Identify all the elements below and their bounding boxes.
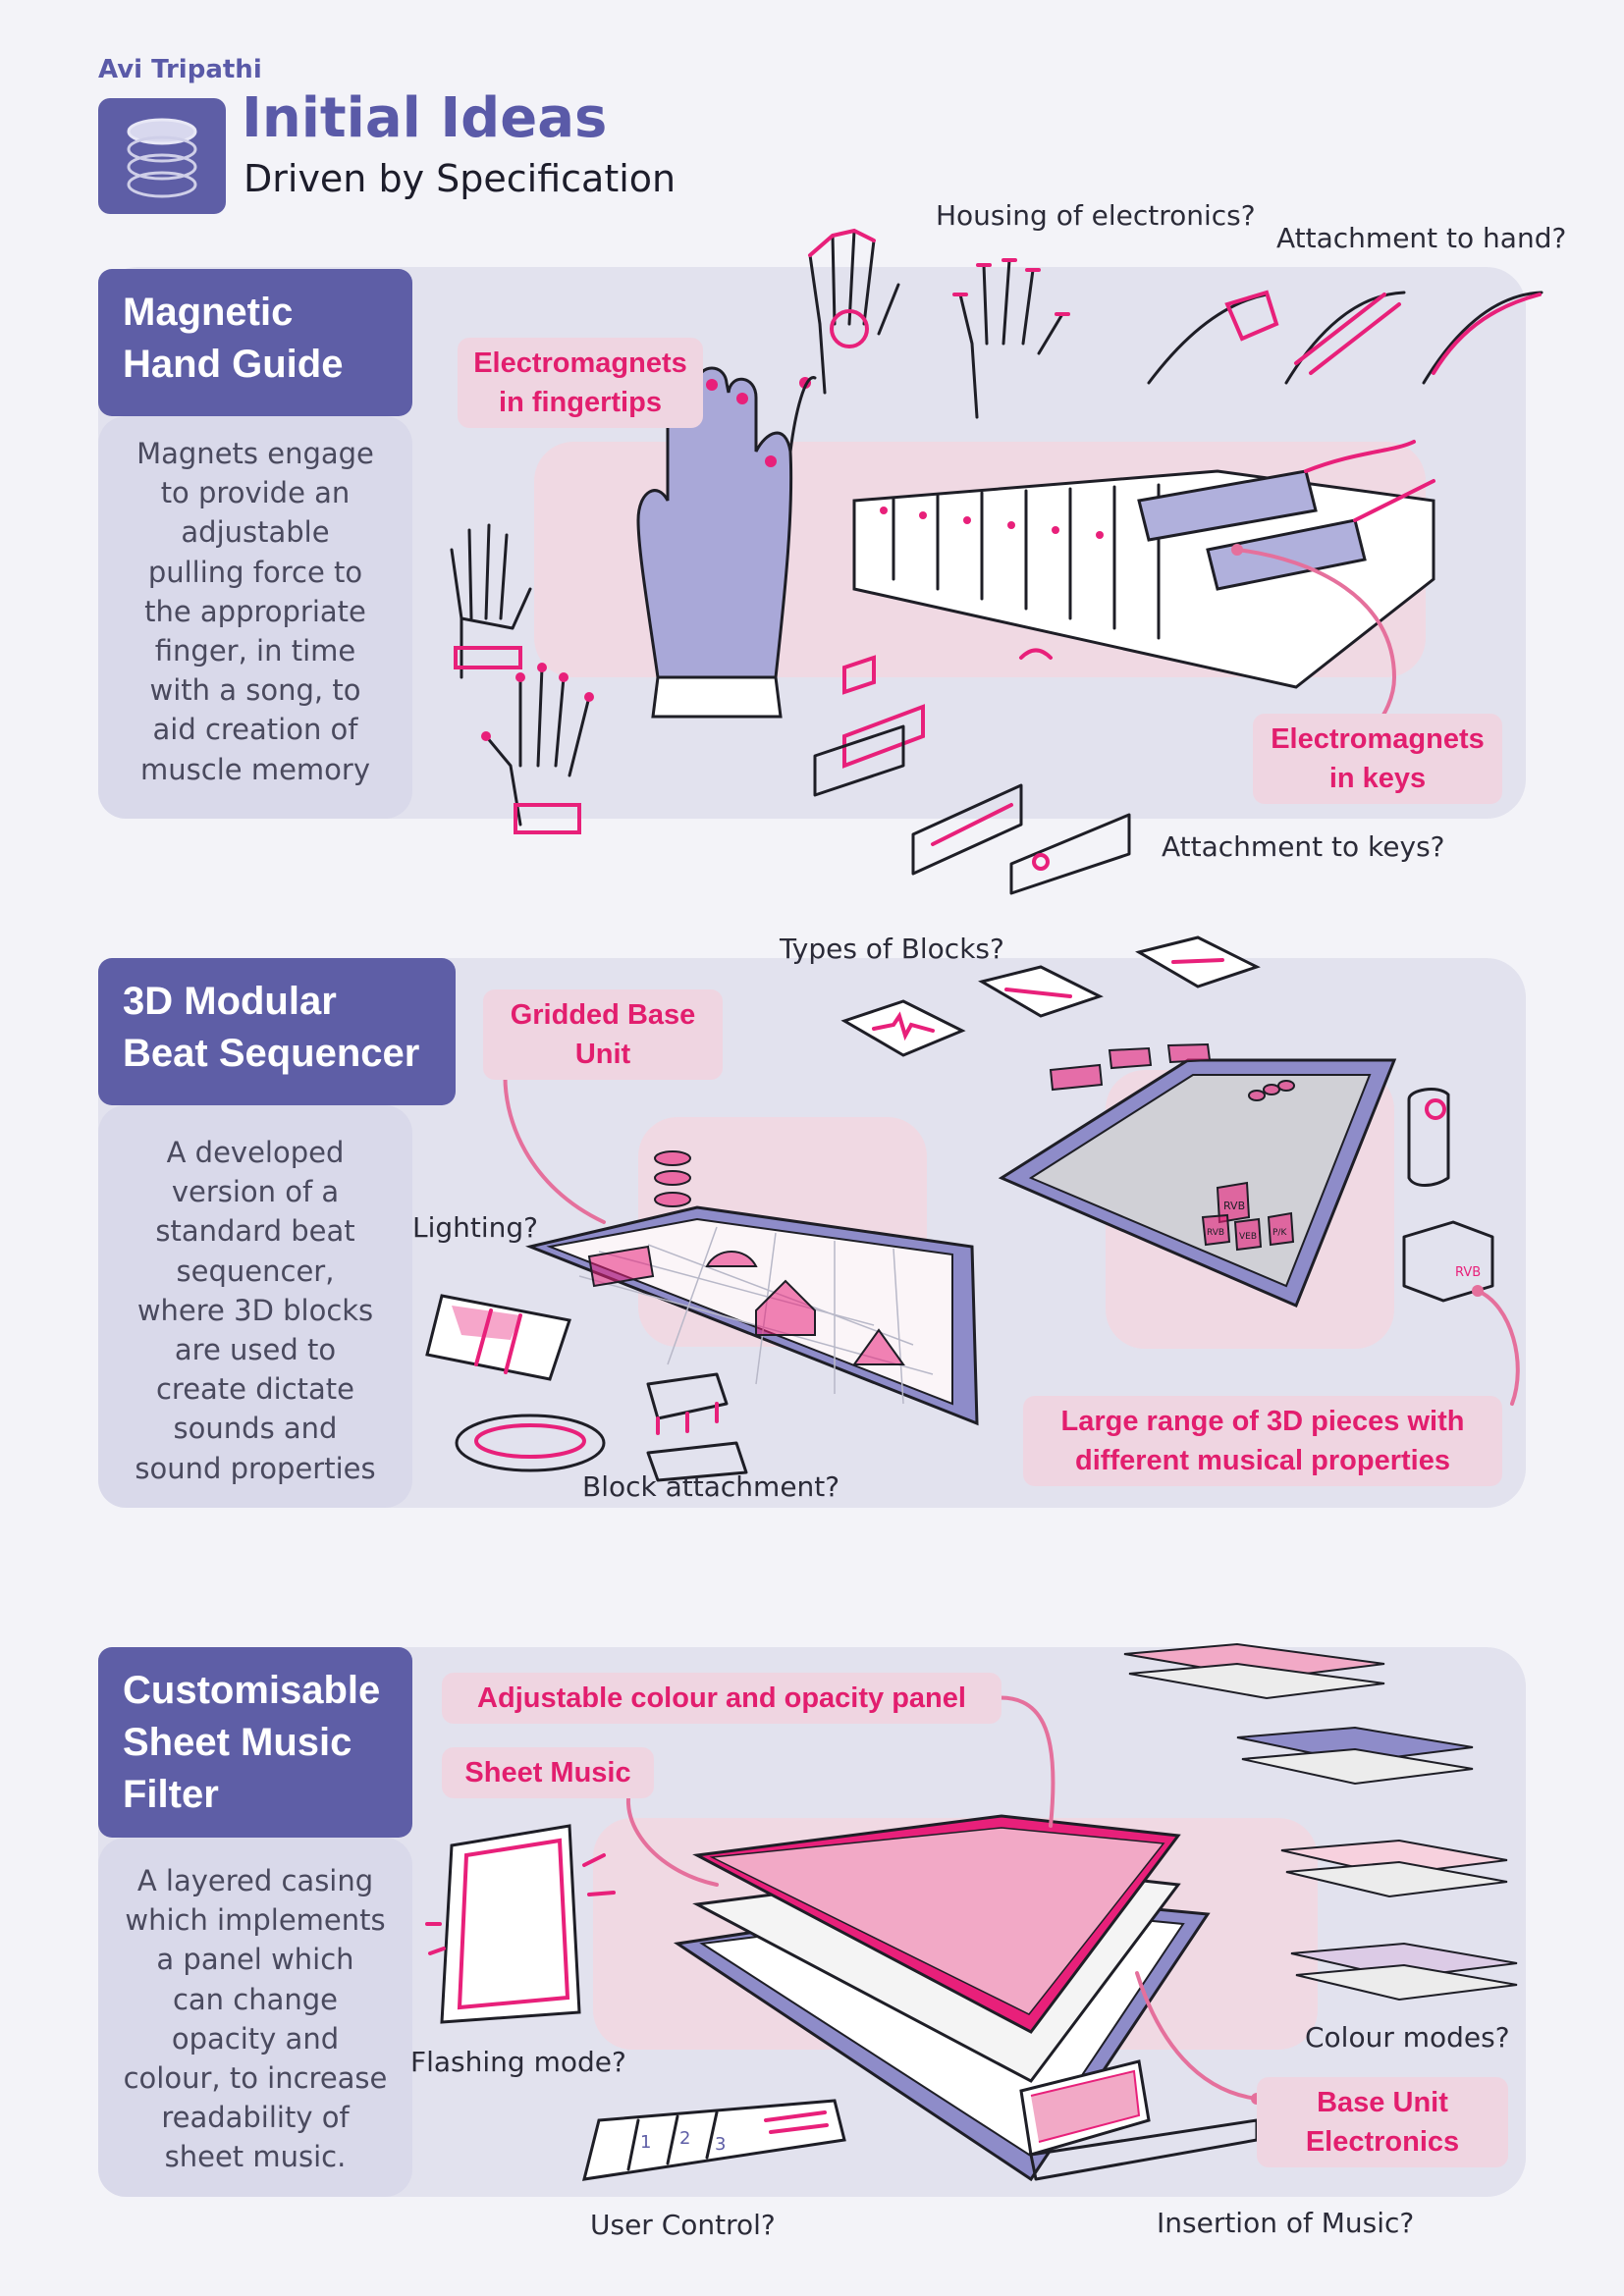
- hand-sketch-1: [450, 523, 532, 679]
- callout-base-electronics: Base Unit Electronics: [1257, 2077, 1508, 2167]
- question-block-attachment: Block attachment?: [582, 1470, 840, 1503]
- callout-key-magnets: Electromagnets in keys: [1253, 714, 1502, 804]
- leader-line: [1472, 1285, 1520, 1406]
- question-user-control: User Control?: [590, 2209, 776, 2241]
- block-label: P/K: [1272, 1228, 1287, 1238]
- question-lighting: Lighting?: [412, 1211, 539, 1244]
- keyboard-sketch: [852, 440, 1435, 689]
- section-title: Customisable Sheet Music Filter: [98, 1647, 412, 1838]
- control-label: 2: [679, 2128, 690, 2149]
- question-housing: Housing of electronics?: [936, 199, 1256, 232]
- glove-sketch-icon: [636, 366, 817, 719]
- callout-3d-pieces: Large range of 3D pieces with different …: [1023, 1396, 1502, 1486]
- block-label: RVB: [1455, 1265, 1481, 1280]
- callout-colour-panel: Adjustable colour and opacity panel: [442, 1673, 1001, 1724]
- callout-sheet-music: Sheet Music: [442, 1747, 654, 1798]
- block-type-sketches: [840, 935, 1261, 1057]
- control-label: 1: [640, 2132, 651, 2153]
- section-description: A layered casing which implements a pane…: [123, 1864, 388, 2174]
- question-music-insertion: Insertion of Music?: [1157, 2207, 1415, 2239]
- leader-line: [1231, 544, 1397, 728]
- question-hand-attachment: Attachment to hand?: [1276, 222, 1567, 254]
- user-control-sketch: 1 2 3: [581, 2099, 846, 2181]
- section-description: Magnets engage to provide an adjustable …: [136, 437, 374, 786]
- question-key-attachment: Attachment to keys?: [1162, 830, 1445, 863]
- block-attachment-sketches: [455, 1372, 748, 1482]
- hand-sketch-4: [952, 258, 1070, 419]
- section-sidebar: [98, 1838, 412, 2197]
- hand-sketch-2: [481, 663, 594, 834]
- block-label: RVB: [1207, 1228, 1224, 1238]
- page-title: Initial Ideas: [242, 86, 608, 150]
- block-label: VEB: [1239, 1232, 1257, 1242]
- callout-fingertip-magnets: Electromagnets in fingertips: [458, 338, 703, 428]
- section-title: Magnetic Hand Guide: [98, 269, 412, 416]
- gridded-base-sketch: [525, 1150, 979, 1426]
- question-block-types: Types of Blocks?: [780, 933, 1004, 965]
- flashing-mode-sketch: [425, 1824, 616, 2024]
- block-label: RVB: [1223, 1200, 1245, 1212]
- author-name: Avi Tripathi: [98, 55, 262, 84]
- modular-base-sketch: RVB RVB VEB P/K: [998, 1042, 1397, 1308]
- question-colour-modes: Colour modes?: [1305, 2021, 1510, 2054]
- control-label: 3: [715, 2134, 726, 2155]
- section-sidebar: [98, 1105, 412, 1508]
- leader-line: [500, 1059, 606, 1224]
- leader-line: [1135, 1971, 1263, 2105]
- layers-logo-icon: [98, 98, 226, 214]
- colour-mode-layers: [1123, 1642, 1518, 2002]
- question-flashing-mode: Flashing mode?: [410, 2046, 626, 2078]
- lighting-grid-sketch: [425, 1294, 571, 1381]
- key-attachment-sketches: [813, 648, 1131, 895]
- section-title: 3D Modular Beat Sequencer: [98, 958, 456, 1105]
- section-description: A developed version of a standard beat s…: [135, 1136, 376, 1485]
- page-subtitle: Driven by Specification: [244, 157, 677, 200]
- hand-sketch-3: [808, 228, 900, 395]
- section-sidebar: [98, 416, 412, 819]
- small-block-sketches: RVB: [1402, 1088, 1494, 1303]
- callout-gridded-base: Gridded Base Unit: [483, 989, 723, 1080]
- finger-attachment-sketches: [1147, 290, 1543, 385]
